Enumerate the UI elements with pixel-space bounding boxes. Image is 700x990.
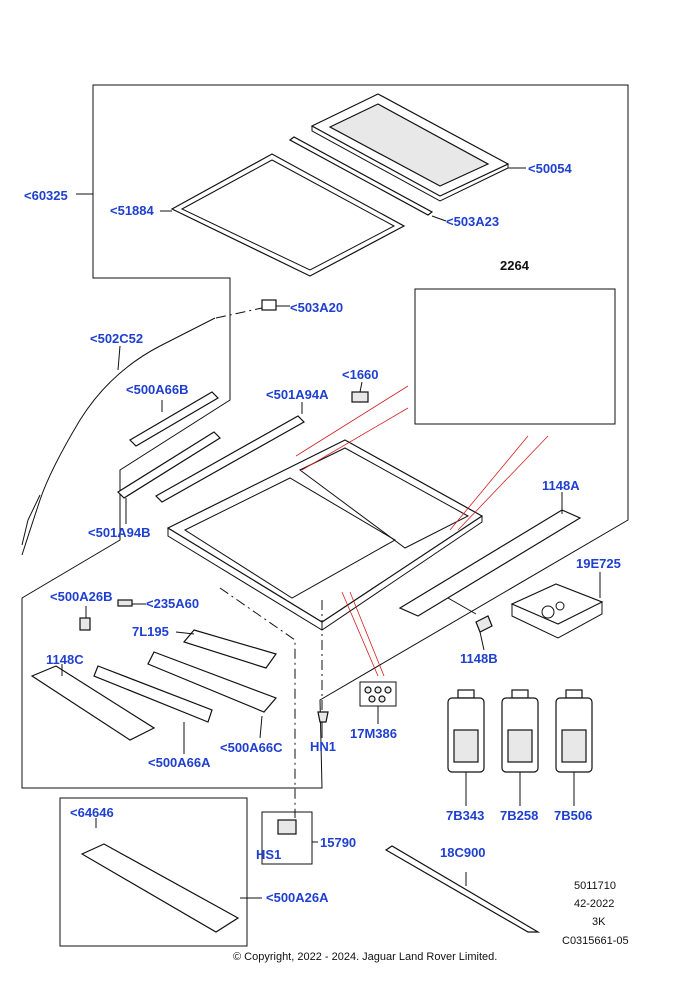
label-500A26B: <500A26B (50, 589, 113, 604)
label-500A66B: <500A66B (126, 382, 189, 397)
guide-rail-501A94A (155, 415, 305, 503)
bottle-7B258-part (501, 689, 539, 773)
ref-line-3: 3K (592, 916, 606, 928)
label-HN1: HN1 (310, 739, 336, 754)
label-2264: 2264 (500, 258, 530, 273)
label-1148A: 1148A (542, 478, 580, 493)
ref-line-2: 42-2022 (574, 898, 614, 910)
label-50054: <50054 (528, 161, 573, 176)
trim-1148C-part (30, 665, 156, 741)
leader-lines (61, 167, 601, 899)
ref-line-1: 5011710 (574, 880, 616, 892)
guide-rail-500A66B (129, 391, 219, 447)
label-503A23: <503A23 (446, 214, 499, 229)
label-500A26A: <500A26A (266, 890, 329, 905)
bracket-1660-part (351, 391, 369, 403)
frame-500A26A-part (80, 843, 240, 933)
trim-18C900-part (384, 845, 541, 933)
label-7B343: 7B343 (446, 808, 484, 823)
bottle-7B506-part (555, 689, 593, 773)
label-15790: 15790 (320, 835, 356, 850)
label-7L195: 7L195 (132, 624, 169, 639)
label-501A94B: <501A94B (88, 525, 151, 540)
glass-panel-part (310, 93, 510, 202)
clip-500A26B-part (79, 617, 91, 631)
label-500A66C: <500A66C (220, 740, 283, 755)
label-1148C: 1148C (46, 652, 84, 667)
rail-7L195-part (182, 629, 277, 669)
motor-part (277, 819, 297, 835)
fasteners-part (359, 681, 397, 707)
label-HS1: HS1 (256, 847, 281, 862)
copyright-text: © Copyright, 2022 - 2024. Jaguar Land Ro… (233, 951, 497, 963)
label-1148B: 1148B (460, 651, 498, 666)
drain-cable-part (21, 299, 277, 556)
motor-leader (219, 587, 296, 818)
box-15790 (261, 811, 313, 865)
clip-235A60-part (117, 599, 133, 607)
box-2264 (414, 288, 616, 425)
label-1660: <1660 (342, 367, 379, 382)
label-7B258: 7B258 (500, 808, 538, 823)
label-64646: <64646 (70, 805, 114, 820)
label-500A66A: <500A66A (148, 755, 211, 770)
clip-1148B-part (475, 615, 493, 633)
bottle-7B343-part (447, 689, 485, 773)
seal-strip-part (288, 136, 434, 216)
seal-frame-part (170, 153, 406, 277)
label-502C52: <502C52 (90, 331, 143, 346)
ref-line-4: C0315661-05 (562, 935, 629, 947)
label-7B506: 7B506 (554, 808, 592, 823)
label-501A94A: <501A94A (266, 387, 329, 402)
guide-rail-501A94B (117, 431, 221, 499)
label-18C900: 18C900 (440, 845, 486, 860)
label-19E725: 19E725 (576, 556, 621, 571)
label-60325: <60325 (24, 188, 68, 203)
red-leaders (295, 385, 549, 677)
deflector-part (398, 509, 582, 617)
repair-kit-part (510, 583, 604, 639)
clip-HN1-part (317, 711, 329, 723)
label-51884: <51884 (110, 203, 155, 218)
label-17M386: 17M386 (350, 726, 397, 741)
label-235A60: <235A60 (146, 596, 199, 611)
rail-500A66A-part (93, 665, 213, 723)
label-503A20: <503A20 (290, 300, 343, 315)
rail-500A66C-part (147, 651, 278, 713)
assembly-outline-60325 (21, 84, 629, 789)
box-500A26A (59, 797, 248, 947)
